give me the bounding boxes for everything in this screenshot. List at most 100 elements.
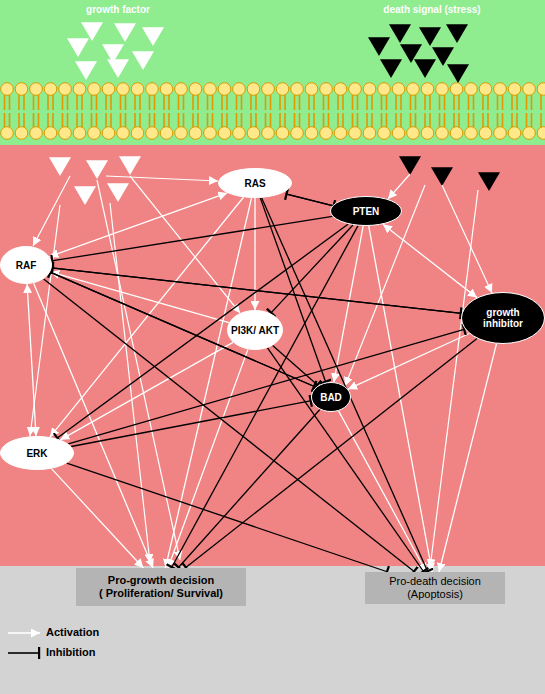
lipid-head xyxy=(378,127,391,140)
lipid-head xyxy=(247,83,260,96)
lipid-tail xyxy=(4,95,6,110)
inhibition-edge xyxy=(71,401,311,447)
lipid-tail xyxy=(23,95,25,110)
lipid-tail xyxy=(67,95,69,110)
lipid-tail xyxy=(381,113,383,127)
activation-edge xyxy=(60,342,233,439)
lipid-tail xyxy=(473,95,475,110)
lipid-tail xyxy=(236,95,238,110)
lipid-tail xyxy=(284,113,286,127)
lipid-tail xyxy=(96,95,98,110)
lipid-head xyxy=(537,83,545,96)
lipid-tail xyxy=(255,113,257,127)
node-title: PI3K/ AKT xyxy=(231,325,279,336)
inhibition-edge xyxy=(57,224,349,439)
protein-node: growth inhibitor xyxy=(461,292,545,344)
lipid-tail xyxy=(154,113,156,127)
lipid-tail xyxy=(4,113,6,127)
lipid-tail xyxy=(511,95,513,110)
ellipse-shape xyxy=(462,293,545,344)
lipid-head xyxy=(146,83,159,96)
protein-node: RAF xyxy=(0,246,52,284)
inhibition-edge xyxy=(171,226,358,568)
lipid-tail xyxy=(294,113,296,127)
activation-edge xyxy=(348,333,469,389)
death-signal-molecule xyxy=(446,24,468,43)
lipid-head xyxy=(262,127,275,140)
lipid-tail xyxy=(241,95,243,110)
signal-arrow xyxy=(33,176,70,246)
lipid-tail xyxy=(9,95,11,110)
lipid-head xyxy=(204,127,217,140)
lipid-tail xyxy=(197,113,199,127)
lipid-head xyxy=(392,127,405,140)
lipid-head xyxy=(291,127,304,140)
death-signal-molecule xyxy=(399,156,421,175)
lipid-tail xyxy=(415,95,417,110)
lipid-head xyxy=(494,83,507,96)
lipid-tail xyxy=(323,95,325,110)
lipid-tail xyxy=(52,113,54,127)
lipid-tail xyxy=(120,95,122,110)
lipid-head xyxy=(88,127,101,140)
lipid-tail xyxy=(516,113,518,127)
lipid-tail xyxy=(192,113,194,127)
lipid-tail xyxy=(47,113,49,127)
lipid-tail xyxy=(386,113,388,127)
lipid-head xyxy=(479,127,492,140)
lipid-tail xyxy=(299,113,301,127)
node-title: Pro-death decision xyxy=(389,575,481,588)
lipid-tail xyxy=(67,113,69,127)
lipid-head xyxy=(349,127,362,140)
lipid-head xyxy=(320,83,333,96)
lipid-tail xyxy=(313,113,315,127)
lipid-tail xyxy=(270,95,272,110)
growth-factor-molecule xyxy=(142,27,164,46)
lipid-tail xyxy=(294,95,296,110)
death-signal-molecule xyxy=(447,64,469,83)
lipid-head xyxy=(44,83,57,96)
lipid-tail xyxy=(23,113,25,127)
lipid-tail xyxy=(81,95,83,110)
lipid-tail xyxy=(9,113,11,127)
lipid-tail xyxy=(468,113,470,127)
inhibition-edge xyxy=(267,348,423,572)
lipid-head xyxy=(421,83,434,96)
lipid-head xyxy=(15,127,28,140)
lipid-tail xyxy=(81,113,83,127)
lipid-tail xyxy=(52,95,54,110)
lipid-tail xyxy=(415,113,417,127)
protein-node: BAD xyxy=(311,382,351,412)
lipid-tail xyxy=(226,113,228,127)
lipid-head xyxy=(44,127,57,140)
lipid-tail xyxy=(168,113,170,127)
lipid-head xyxy=(73,127,86,140)
lipid-head xyxy=(276,83,289,96)
lipid-head xyxy=(334,83,347,96)
death-signal-molecule xyxy=(431,167,453,186)
activation-edge xyxy=(439,344,497,572)
ellipse-shape xyxy=(219,169,292,198)
growth-factor-molecule xyxy=(114,23,136,42)
lipid-head xyxy=(334,127,347,140)
lipid-tail xyxy=(221,95,223,110)
signal-arrow xyxy=(388,174,410,199)
protein-node: PTEN xyxy=(330,196,402,226)
growth-factor-molecule xyxy=(74,186,96,205)
signal-arrow xyxy=(97,180,180,560)
lipid-head xyxy=(378,83,391,96)
lipid-tail xyxy=(410,113,412,127)
lipid-tail xyxy=(183,95,185,110)
lipid-head xyxy=(305,83,318,96)
lipid-tail xyxy=(207,113,209,127)
lipid-head xyxy=(233,83,246,96)
death-signal-molecule xyxy=(389,24,411,43)
lipid-head xyxy=(276,127,289,140)
growth-factor-molecule xyxy=(132,51,154,70)
lipid-head xyxy=(117,83,130,96)
lipid-tail xyxy=(178,95,180,110)
lipid-tail xyxy=(197,95,199,110)
lipid-tail xyxy=(531,95,533,110)
death-signal-molecule xyxy=(432,47,454,66)
growth-factor-molecule xyxy=(107,59,129,78)
